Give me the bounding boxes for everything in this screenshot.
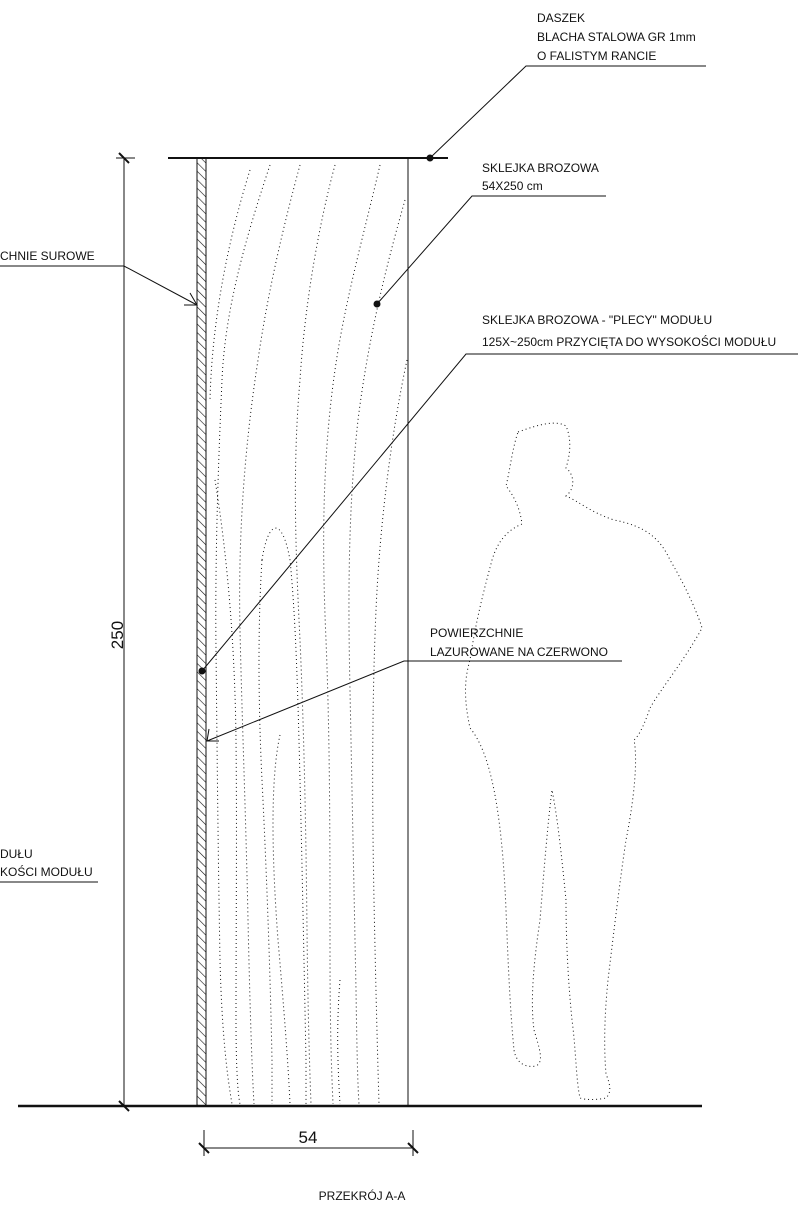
back-plate-hatched — [196, 157, 207, 1107]
label-glazed-line1: POWIERZCHNIE — [430, 626, 523, 640]
leader-roof — [426, 65, 706, 162]
label-back-line2: 125X~250cm PRZYCIĘTA DO WYSOKOŚCI MODUŁU — [482, 334, 776, 349]
label-left-line2: KOŚCI MODUŁU — [0, 864, 93, 879]
label-plywood-line2: 54X250 cm — [482, 179, 543, 193]
width-dimension — [198, 1130, 419, 1156]
human-silhouette — [465, 422, 703, 1100]
wood-grain — [209, 164, 408, 1105]
label-back-line1: SKLEJKA BROZOWA - "PLECY" MODUŁU — [482, 313, 712, 327]
label-glazed-line2: LAZUROWANE NA CZERWONO — [430, 645, 608, 659]
height-dimension — [116, 152, 135, 1112]
plywood-panel-outline — [196, 157, 409, 1107]
label-roof-line3: O FALISTYM RANCIE — [537, 49, 656, 63]
width-dimension-value: 54 — [299, 1128, 318, 1147]
label-raw-surface: CHNIE SUROWE — [0, 249, 95, 263]
leader-back — [198, 353, 798, 675]
leader-raw-surface — [0, 265, 198, 306]
height-dimension-value: 250 — [108, 621, 127, 649]
leader-plywood — [373, 195, 606, 308]
label-roof-line2: BLACHA STALOWA GR 1mm — [537, 30, 696, 44]
label-roof-line1: DASZEK — [537, 11, 585, 25]
label-left-line1: DUŁU — [0, 847, 33, 861]
leader-glazed-surface — [206, 660, 622, 742]
label-plywood-line1: SKLEJKA BROZOWA — [482, 161, 599, 175]
section-caption: PRZEKRÓJ A-A — [319, 1188, 406, 1203]
